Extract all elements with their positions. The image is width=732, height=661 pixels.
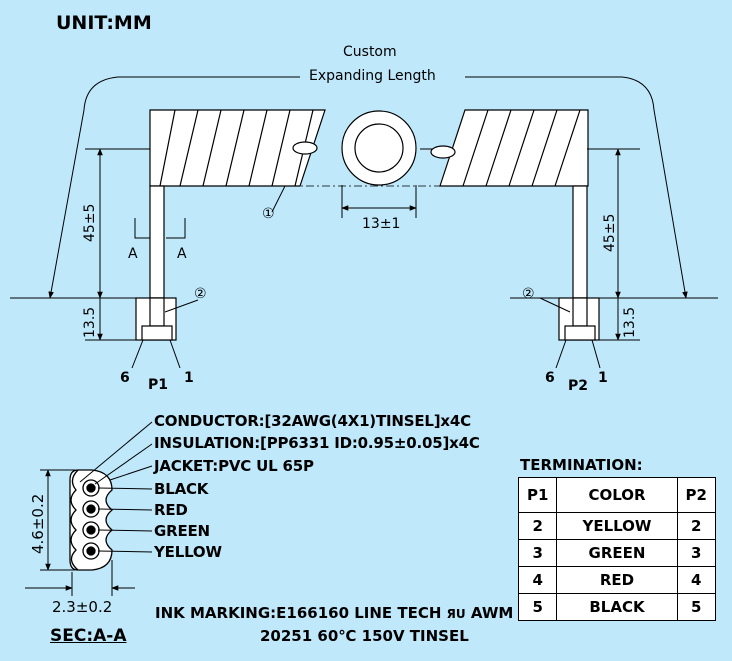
expanding-length-dimension [48, 76, 688, 299]
section-marks [134, 218, 186, 239]
p1-pin-1: 1 [184, 370, 194, 386]
callout-two-left: ② [194, 286, 207, 302]
callout-one: ① [262, 206, 275, 222]
header-p2: P2 [676, 477, 716, 513]
ul-recognized-icon: ЯU [446, 607, 466, 621]
termination-title: TERMINATION: [520, 456, 643, 474]
table-row: 3 GREEN 3 [517, 539, 716, 567]
section-height-label: 4.6±0.2 [29, 493, 47, 554]
p1-pin-6: 6 [120, 370, 130, 386]
spec-leaders [79, 421, 153, 553]
spec-jacket: JACKET:PVC UL 65P [154, 457, 314, 475]
left-connector-label: 13.5 [82, 306, 98, 338]
termination-table: P1 COLOR P2 2 YELLOW 2 3 GREEN 3 4 RED 4… [517, 477, 716, 621]
spec-conductor: CONDUCTOR:[32AWG(4X1)TINSEL]x4C [154, 412, 471, 430]
spec-yellow: YELLOW [154, 543, 222, 561]
cell: BLACK [556, 593, 678, 621]
ink-marking-line2: 20251 60℃ 150V TINSEL [260, 627, 469, 645]
cell: 5 [676, 593, 716, 621]
cell: GREEN [556, 539, 678, 567]
table-row: 5 BLACK 5 [517, 593, 716, 621]
right-cord [558, 185, 600, 341]
section-mark-right: A [177, 246, 187, 262]
coil-ring [341, 110, 417, 186]
ink-marking-text: INK MARKING:E166160 LINE TECH [155, 604, 442, 622]
section-width-label: 2.3±0.2 [52, 598, 113, 616]
p2-pin-1: 1 [598, 370, 608, 386]
ink-marking-line1: INK MARKING:E166160 LINE TECH ЯU AWM [155, 604, 513, 622]
cell: RED [556, 566, 678, 594]
left-cord [135, 185, 177, 341]
p2-label: P2 [568, 378, 589, 394]
coil-left [149, 109, 326, 187]
coil-diameter-label: 13±1 [362, 216, 401, 232]
spec-insulation: INSULATION:[PP6331 ID:0.95±0.05]x4C [154, 434, 480, 452]
cell: 3 [676, 539, 716, 567]
cell: 3 [517, 539, 558, 567]
spec-red: RED [154, 501, 188, 519]
cell: 5 [517, 593, 558, 621]
cell: 4 [676, 566, 716, 594]
right-connector-label: 13.5 [622, 306, 638, 338]
spec-black: BLACK [154, 480, 209, 498]
cell: 2 [676, 512, 716, 540]
spec-green: GREEN [154, 522, 210, 540]
cell: YELLOW [556, 512, 678, 540]
p1-label: P1 [148, 377, 169, 393]
cell: 2 [517, 512, 558, 540]
callout-two-right: ② [522, 286, 535, 302]
header-color: COLOR [556, 477, 678, 513]
unit-label: UNIT:MM [56, 12, 152, 34]
cell: 4 [517, 566, 558, 594]
section-label: SEC:A-A [50, 626, 127, 646]
expanding-length-label: Expanding Length [305, 68, 440, 84]
table-row: 4 RED 4 [517, 566, 716, 594]
left-height-label: 45±5 [82, 203, 98, 242]
cross-section [69, 469, 114, 571]
table-header-row: P1 COLOR P2 [517, 477, 716, 513]
header-p1: P1 [517, 477, 558, 513]
custom-label: Custom [343, 44, 397, 60]
section-mark-left: A [128, 246, 138, 262]
right-height-label: 45±5 [602, 213, 618, 252]
table-row: 2 YELLOW 2 [517, 512, 716, 540]
coil-right [430, 109, 589, 187]
p2-pin-6: 6 [545, 370, 555, 386]
ink-marking-awm: AWM [470, 604, 514, 622]
